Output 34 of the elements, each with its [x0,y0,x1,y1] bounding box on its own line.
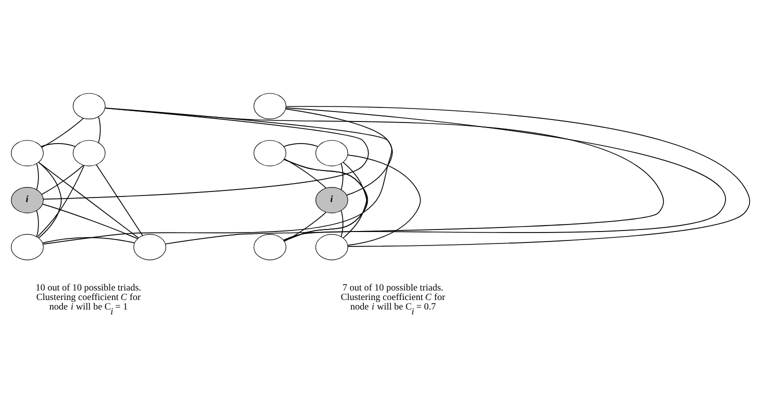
node-circle [315,234,348,260]
connector [284,158,326,188]
connector [42,204,138,240]
connector [347,154,421,246]
node-ellipse: i [315,187,348,214]
connector [340,210,344,238]
connector [38,162,62,238]
connector [41,118,84,148]
node-circle [72,140,106,166]
connector [104,108,664,244]
connector [38,162,139,238]
connector [42,108,392,245]
node-circle [133,234,166,260]
node-ellipse: i [10,187,44,214]
node-circle [10,140,44,166]
node-circle [315,140,348,166]
node-circle [72,93,106,120]
node-circle [254,140,286,166]
connector [284,212,326,242]
connector [340,163,344,190]
connector [96,164,144,236]
connector [285,108,393,196]
connector [42,108,369,200]
connector [42,237,135,244]
connector [98,116,101,144]
connector [40,143,76,147]
connector [283,143,318,147]
node-circle [254,234,286,260]
connector [37,164,85,238]
connector [41,164,84,195]
node-circle [10,234,44,260]
connector [36,163,39,190]
node-circle [254,93,286,120]
connector [36,210,39,238]
